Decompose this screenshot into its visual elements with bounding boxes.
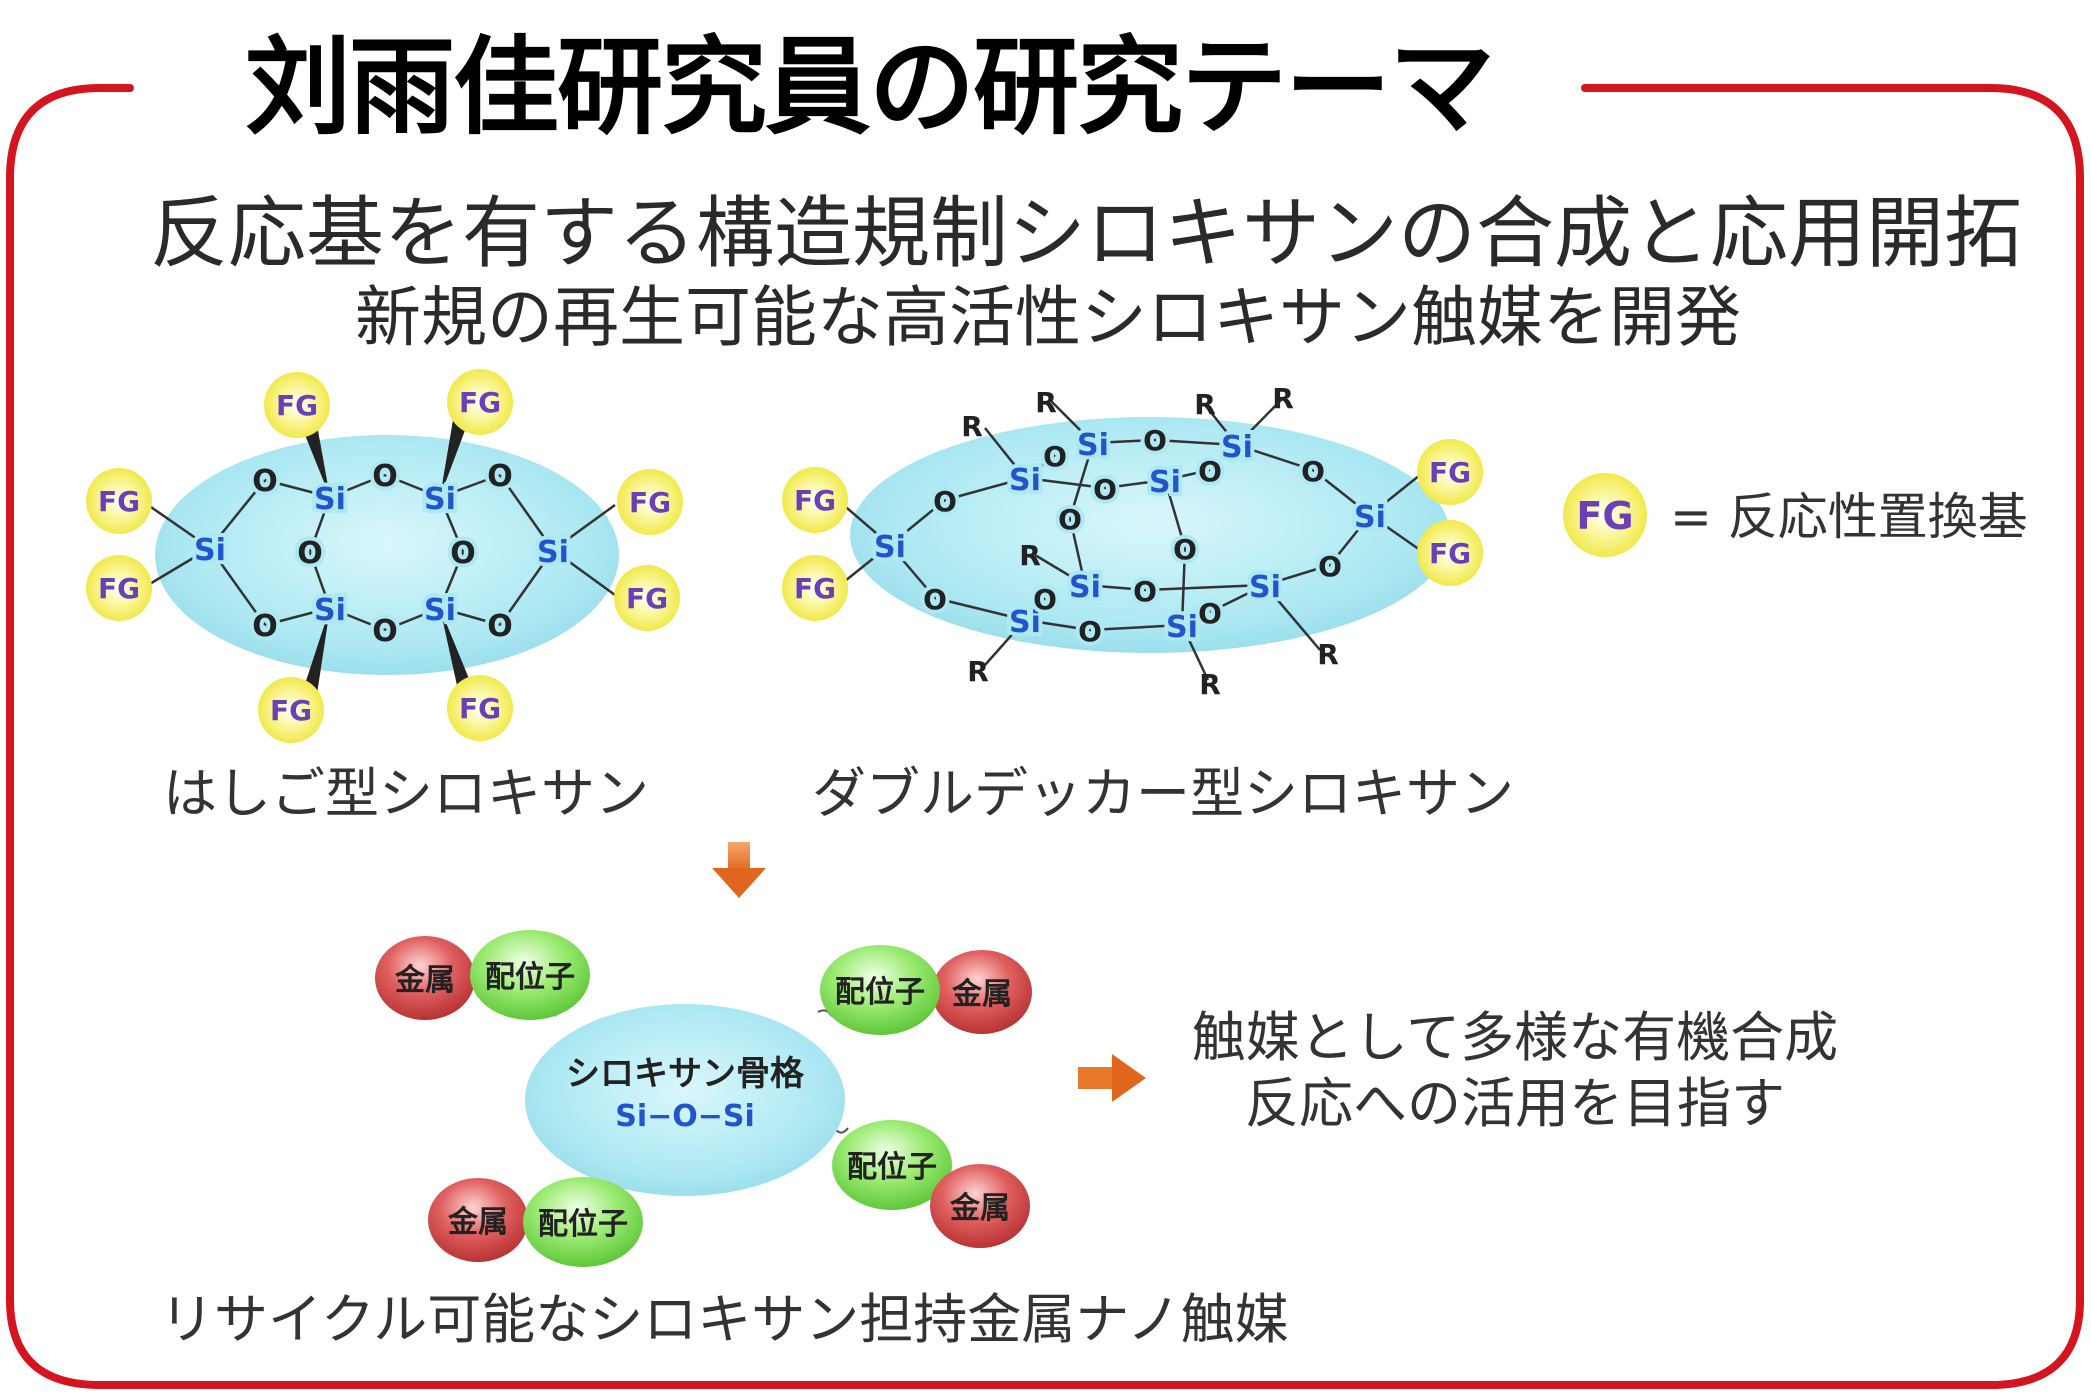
si-atom: Si: [1069, 570, 1101, 605]
o-atom: O: [1301, 455, 1325, 488]
si-atom: Si: [1249, 570, 1281, 605]
o-atom: O: [1198, 597, 1222, 630]
catalyst-caption: リサイクル可能なシロキサン担持金属ナノ触媒: [160, 1288, 1289, 1351]
o-atom: O: [1058, 503, 1082, 536]
o-atom: O: [923, 583, 947, 616]
o-atom: O: [1173, 533, 1197, 566]
si-atom: Si: [1009, 605, 1041, 640]
o-atom: O: [933, 485, 957, 518]
double-decker-siloxane-caption: ダブルデッカー型シロキサン: [812, 762, 1514, 825]
o-atom: O: [1033, 583, 1057, 616]
si-atom: Si: [874, 530, 906, 565]
fg-label: FG: [276, 389, 318, 422]
fg-label: FG: [98, 572, 140, 605]
skeleton-label: シロキサン骨格: [566, 1054, 805, 1094]
goal-line-2: 反応への活用を目指す: [1245, 1072, 1785, 1135]
r-group: R: [1317, 638, 1339, 671]
metal-label: 金属: [394, 963, 455, 998]
o-atom: O: [1198, 455, 1222, 488]
ladder-siloxane-caption: はしご型シロキサン: [163, 762, 649, 825]
ligand-label: 配位子: [835, 975, 925, 1010]
fg-label: FG: [459, 692, 501, 725]
r-group: R: [961, 410, 983, 443]
o-atom: O: [450, 536, 476, 571]
metal-label: 金属: [447, 1205, 508, 1240]
r-group: R: [1035, 386, 1057, 419]
r-group: R: [1199, 668, 1221, 701]
o-atom: O: [1133, 575, 1157, 608]
si-atom: Si: [1354, 500, 1386, 535]
o-atom: O: [252, 609, 278, 644]
si-atom: Si: [314, 482, 346, 517]
fg-label: FG: [1429, 537, 1471, 570]
r-group: R: [1272, 382, 1294, 415]
fg-label: FG: [626, 582, 668, 615]
si-atom: Si: [1009, 463, 1041, 498]
si-atom: Si: [1221, 430, 1253, 465]
r-group: R: [1019, 539, 1041, 572]
o-atom: O: [297, 536, 323, 571]
fg-legend: FG = 反応性置換基: [1563, 473, 2028, 557]
o-atom: O: [1043, 440, 1067, 473]
skeleton-formula: Si−O−Si: [615, 1099, 755, 1134]
fg-label: FG: [1429, 456, 1471, 489]
o-atom: O: [252, 464, 278, 499]
ligand-label: 配位子: [847, 1150, 937, 1185]
si-atom: Si: [1166, 610, 1198, 645]
o-atom: O: [487, 609, 513, 644]
goal-text: 触媒として多様な有機合成 反応への活用を目指す: [1165, 1005, 1865, 1137]
subtitle-secondary: 新規の再生可能な高活性シロキサン触媒を開発: [355, 279, 1741, 356]
o-atom: O: [1143, 424, 1167, 457]
si-atom: Si: [424, 482, 456, 517]
o-atom: O: [1078, 615, 1102, 648]
fg-label: FG: [270, 694, 312, 727]
ligand-label: 配位子: [538, 1207, 628, 1242]
supported-catalyst-structure: シロキサン骨格 Si−O−Si 金属 配位子 配位子 金属 配位子 金属 金属 …: [375, 930, 1032, 1267]
si-atom: Si: [194, 533, 226, 568]
fg-label: FG: [794, 572, 836, 605]
o-atom: O: [372, 459, 398, 494]
si-atom: Si: [424, 593, 456, 628]
si-atom: Si: [314, 593, 346, 628]
down-arrow-icon: [712, 842, 766, 898]
fg-legend-symbol: FG: [1576, 494, 1633, 538]
subtitle: 反応基を有する構造規制シロキサンの合成と応用開拓: [150, 189, 2023, 279]
right-arrow-icon: [1078, 1054, 1146, 1102]
metal-label: 金属: [949, 1191, 1010, 1226]
o-atom: O: [1093, 473, 1117, 506]
fg-label: FG: [629, 486, 671, 519]
fg-label: FG: [98, 485, 140, 518]
o-atom: O: [372, 614, 398, 649]
metal-label: 金属: [951, 977, 1012, 1012]
r-group: R: [1194, 388, 1216, 421]
page-title: 刘雨佳研究員の研究テーマ: [245, 26, 1495, 149]
ladder-siloxane-structure: Si Si Si Si Si Si O O O O O O O O: [86, 369, 683, 743]
double-decker-siloxane-structure: Si Si Si Si Si Si Si Si Si Si O O O O O …: [782, 382, 1483, 701]
fg-label: FG: [794, 484, 836, 517]
goal-line-1: 触媒として多様な有機合成: [1191, 1006, 1839, 1069]
ligand-label: 配位子: [485, 960, 575, 995]
o-atom: O: [487, 459, 513, 494]
fg-legend-text: = 反応性置換基: [1670, 488, 2028, 546]
si-atom: Si: [1149, 465, 1181, 500]
r-group: R: [967, 655, 989, 688]
o-atom: O: [1318, 550, 1342, 583]
fg-label: FG: [459, 386, 501, 419]
si-atom: Si: [537, 535, 569, 570]
si-atom: Si: [1077, 428, 1109, 463]
